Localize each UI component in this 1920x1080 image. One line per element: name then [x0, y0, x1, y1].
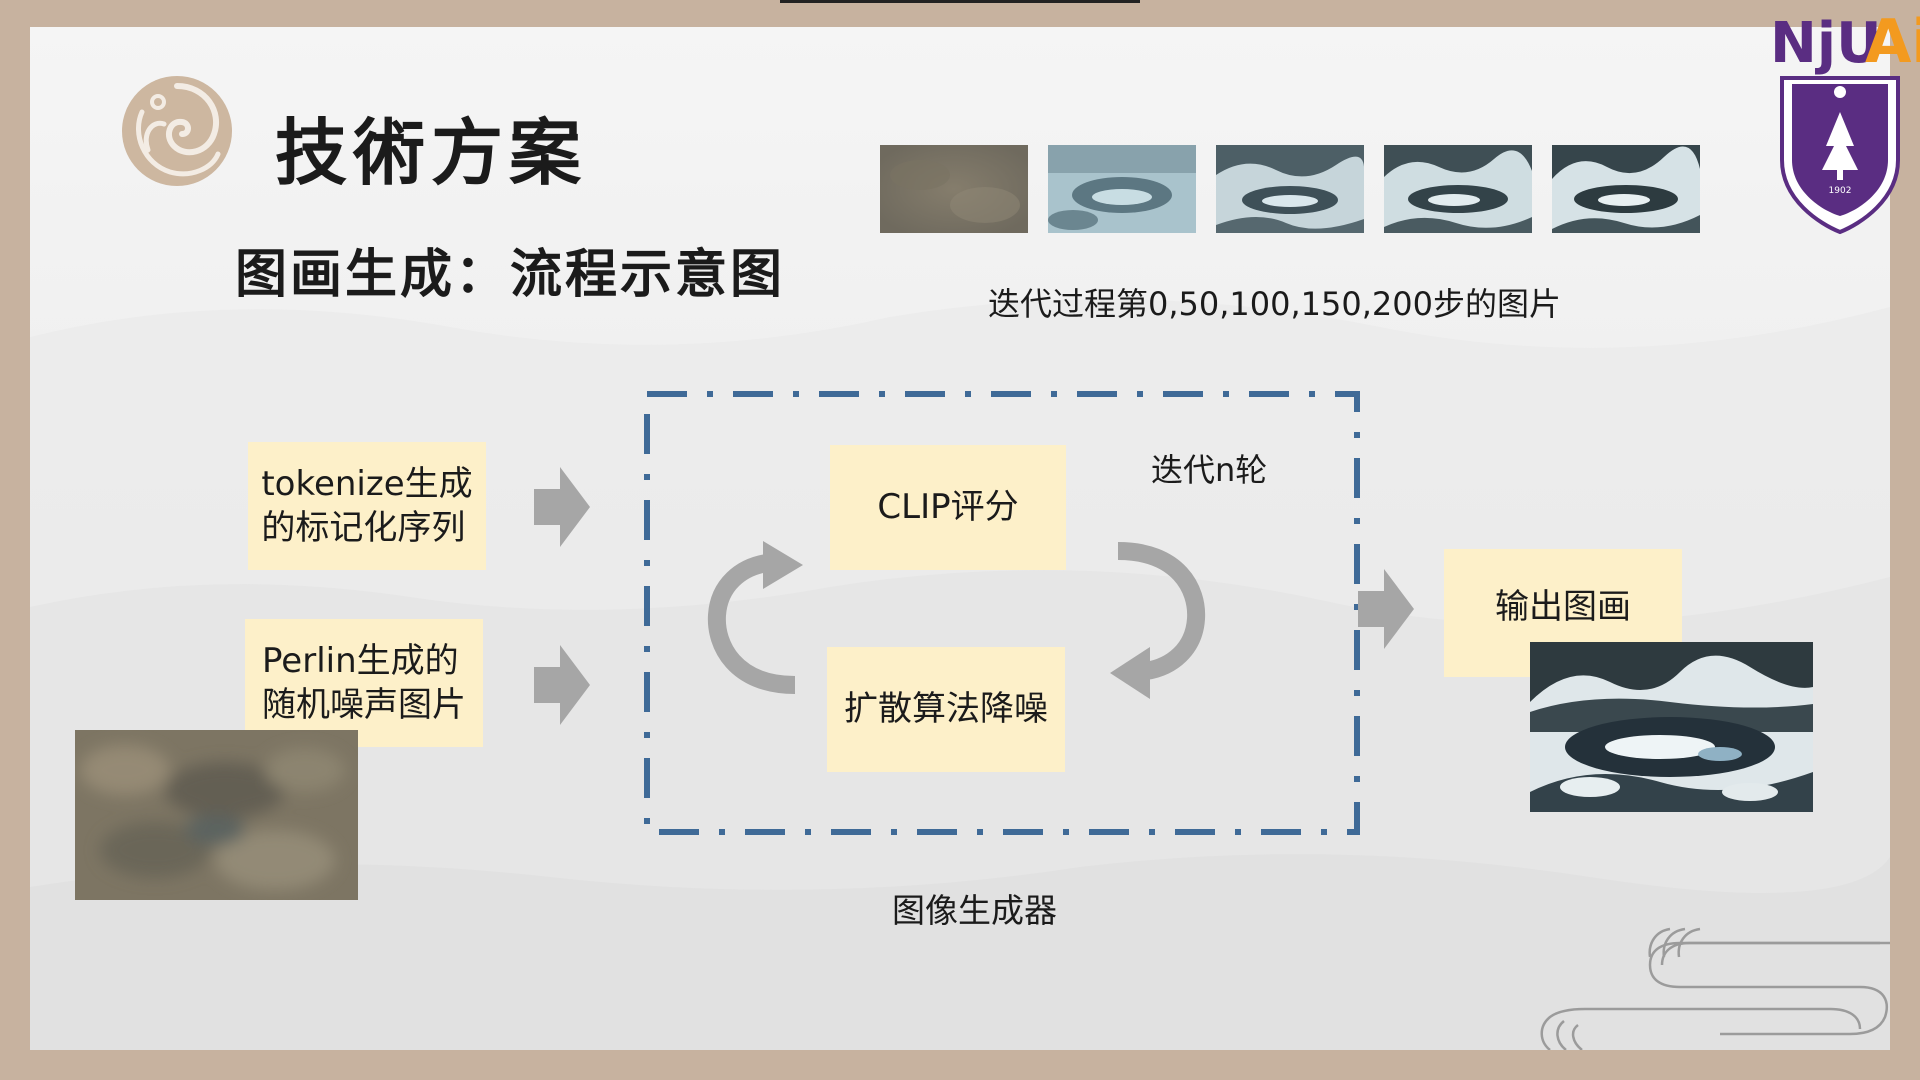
iteration-frame-step-0: [880, 145, 1028, 233]
cycle-arrow-down-icon: [1110, 542, 1206, 699]
page-title: 技術方案: [275, 110, 588, 195]
iteration-frame-step-200: [1552, 145, 1700, 233]
iteration-frame-step-150: [1384, 145, 1532, 233]
njuai-logo: NjU Ai 1902: [1770, 7, 1920, 235]
nanjing-university-seal-icon: 1902: [1780, 76, 1900, 235]
tokenize-input-line1: tokenize生成: [261, 463, 473, 504]
top-edge-bar: [780, 0, 1140, 3]
perlin-noise-image: [75, 730, 358, 900]
output-painting-label: 输出图画: [1495, 587, 1631, 627]
diffusion-denoise-label: 扩散算法降噪: [844, 689, 1048, 730]
svg-text:Ai: Ai: [1865, 7, 1920, 77]
cloud-ornament-icon: [1540, 927, 1890, 1050]
arrow-right-icon: [534, 467, 590, 547]
iteration-frame-step-100: [1216, 145, 1364, 233]
output-painting-image: [1530, 642, 1813, 812]
perlin-input-line2: 随机噪声图片: [262, 685, 466, 725]
svg-text:1902: 1902: [1829, 186, 1852, 196]
diffusion-denoise-box: 扩散算法降噪: [827, 647, 1065, 772]
iteration-loop-label: 迭代n轮: [1151, 451, 1268, 489]
cycle-arrow-up-icon: [707, 541, 803, 694]
page-subtitle: 图画生成：流程示意图: [235, 244, 786, 305]
image-generator-label: 图像生成器: [892, 891, 1057, 930]
iteration-strip-caption: 迭代过程第0,50,100,150,200步的图片: [988, 285, 1562, 323]
iteration-strip: [880, 145, 1700, 233]
image-generator-frame: [644, 391, 1360, 835]
clip-score-label: CLIP评分: [877, 487, 1019, 528]
arrow-right-icon: [1358, 569, 1414, 649]
tokenize-input-box: tokenize生成 的标记化序列: [248, 442, 486, 570]
tokenize-input-line2: 的标记化序列: [261, 508, 466, 548]
clip-score-box: CLIP评分: [830, 445, 1066, 570]
arrow-right-icon: [534, 645, 590, 725]
perlin-input-box: Perlin生成的 随机噪声图片: [245, 619, 483, 747]
slide-canvas: 技術方案 图画生成：流程示意图: [30, 27, 1890, 1050]
perlin-input-line1: Perlin生成的: [262, 640, 459, 681]
swirl-emblem-icon: [122, 76, 232, 186]
svg-text:NjU: NjU: [1770, 11, 1882, 76]
iteration-frame-step-50: [1048, 145, 1196, 233]
